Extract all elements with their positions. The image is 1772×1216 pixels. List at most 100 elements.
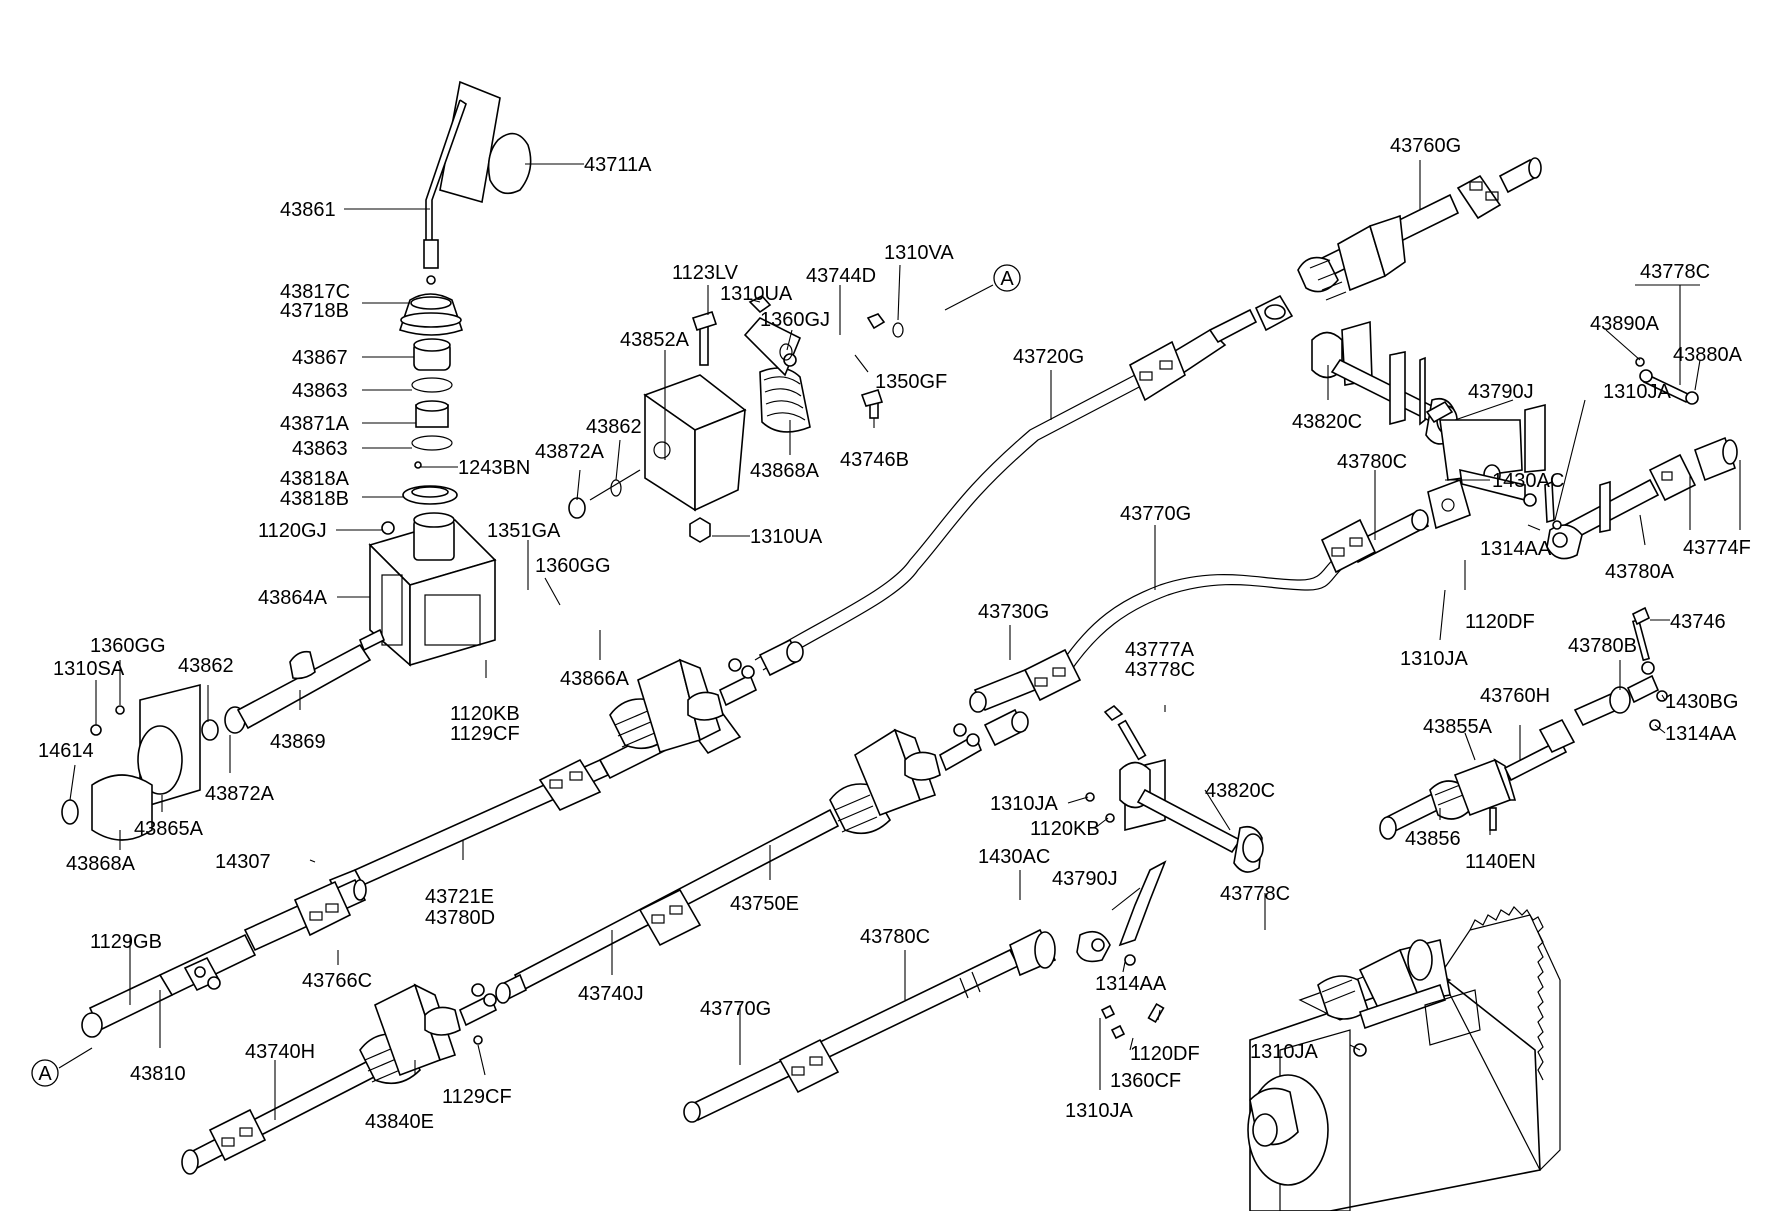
label-43766C: 43766C	[302, 970, 372, 992]
label-43862-a: 43862	[178, 655, 234, 677]
shift-lever-assembly	[398, 80, 532, 505]
label-43880A: 43880A	[1673, 344, 1743, 366]
label-43750E: 43750E	[730, 893, 799, 915]
label-1351GA: 1351GA	[487, 520, 561, 542]
label-1314AA-b: 1314AA	[1665, 723, 1737, 745]
label-43861: 43861	[280, 199, 336, 221]
callout-a-top: A	[993, 264, 1021, 292]
label-43867: 43867	[292, 347, 348, 369]
label-43778C-c: 43778C	[1220, 883, 1290, 905]
label-43790J-b: 43790J	[1052, 868, 1118, 890]
link-43780A	[1425, 400, 1738, 560]
label-43872A-b: 43872A	[535, 441, 605, 463]
cable-43720G	[754, 294, 1294, 671]
label-1310UA-a: 1310UA	[720, 283, 793, 305]
callout-a-top-letter: A	[1000, 268, 1014, 290]
cable-43770G	[969, 478, 1471, 713]
label-43871A: 43871A	[280, 413, 350, 435]
label-43868A-a: 43868A	[66, 853, 136, 875]
transmission-housing	[1247, 906, 1561, 1212]
label-43780A: 43780A	[1605, 561, 1675, 583]
label-1129CF-b: 1129CF	[442, 1086, 512, 1108]
label-1120KB-a: 1120KB	[450, 703, 520, 725]
label-1243BN: 1243BN	[458, 457, 530, 479]
cable-43750E	[495, 708, 1029, 1004]
label-43778C-b: 43778C	[1125, 659, 1195, 681]
label-43711A: 43711A	[584, 154, 652, 176]
label-43746: 43746	[1670, 611, 1726, 633]
label-1430AC-b: 1430AC	[978, 846, 1050, 868]
label-1310JA-b: 1310JA	[1400, 648, 1468, 670]
left-bracket-assembly	[61, 628, 386, 841]
label-1430BG: 1430BG	[1665, 691, 1738, 713]
label-43810: 43810	[130, 1063, 186, 1085]
upper-bracket-43852A	[568, 295, 904, 543]
label-43740J: 43740J	[578, 983, 644, 1005]
bracket-43820C-mid	[1085, 704, 1264, 873]
label-43862-b: 43862	[586, 416, 642, 438]
label-43818A: 43818A	[280, 468, 350, 490]
label-43856: 43856	[1405, 828, 1461, 850]
label-43774F: 43774F	[1683, 537, 1751, 559]
label-43863-b: 43863	[292, 438, 348, 460]
label-43780B: 43780B	[1568, 635, 1637, 657]
label-43868A-b: 43868A	[750, 460, 820, 482]
rod-43880A	[1635, 357, 1699, 405]
part-labels: 43711A 43861 43817C 43718B 43867 43863 4…	[38, 135, 1751, 1133]
label-43864A: 43864A	[258, 587, 328, 609]
label-43770G-a: 43770G	[1120, 503, 1191, 525]
label-1120DF-a: 1120DF	[1465, 611, 1535, 633]
label-43730G: 43730G	[978, 601, 1049, 623]
label-43760H: 43760H	[1480, 685, 1550, 707]
label-43780D: 43780D	[425, 907, 495, 929]
label-1123LV: 1123LV	[672, 262, 739, 284]
label-43790J-a: 43790J	[1468, 381, 1534, 403]
label-43855A: 43855A	[1423, 716, 1493, 738]
cable-43760H	[1379, 606, 1668, 840]
label-1129GB: 1129GB	[90, 931, 162, 953]
label-43872A-a: 43872A	[205, 783, 275, 805]
label-1120KB-b: 1120KB	[1030, 818, 1100, 840]
label-1314AA-c: 1314AA	[1095, 973, 1167, 995]
tube-43766C	[81, 878, 367, 1038]
bracket-43820C-upper	[1311, 320, 1546, 502]
label-43770G-b: 43770G	[700, 998, 771, 1020]
label-43760G: 43760G	[1390, 135, 1461, 157]
label-1310VA: 1310VA	[884, 242, 954, 264]
label-43780C-b: 43780C	[860, 926, 930, 948]
label-43817C: 43817C	[280, 281, 350, 303]
label-1310SA: 1310SA	[53, 658, 125, 680]
label-43740H: 43740H	[245, 1041, 315, 1063]
label-43865A: 43865A	[134, 818, 204, 840]
label-43780C-a: 43780C	[1337, 451, 1407, 473]
label-1430AC-a: 1430AC	[1492, 470, 1564, 492]
label-43869: 43869	[270, 731, 326, 753]
callout-a-bottom-letter: A	[38, 1063, 52, 1085]
leader-lines	[69, 160, 1741, 1120]
label-1360GG-b: 1360GG	[90, 635, 166, 657]
label-1310JA-c: 1310JA	[990, 793, 1058, 815]
label-1310JA-a: 1310JA	[1603, 381, 1671, 403]
label-1350GF: 1350GF	[875, 371, 947, 393]
label-14307: 14307	[215, 851, 271, 873]
label-1129CF-a: 1129CF	[450, 723, 520, 745]
label-1310JA-e: 1310JA	[1065, 1100, 1133, 1122]
label-43746B: 43746B	[840, 449, 909, 471]
label-1314AA-a: 1314AA	[1480, 538, 1552, 560]
label-43778C-a: 43778C	[1640, 261, 1710, 283]
label-1360CF: 1360CF	[1110, 1070, 1181, 1092]
label-43820C-a: 43820C	[1292, 411, 1362, 433]
label-43820C-b: 43820C	[1205, 780, 1275, 802]
label-43744D: 43744D	[806, 265, 876, 287]
cable-43760G	[1297, 157, 1542, 301]
label-43818B: 43818B	[280, 488, 349, 510]
label-43720G: 43720G	[1013, 346, 1084, 368]
cable-43721E	[328, 638, 804, 902]
cable-43740H	[181, 983, 498, 1175]
label-43721E: 43721E	[425, 886, 494, 908]
label-43777A: 43777A	[1125, 639, 1195, 661]
label-43890A: 43890A	[1590, 313, 1660, 335]
label-1360GG-a: 1360GG	[535, 555, 611, 577]
